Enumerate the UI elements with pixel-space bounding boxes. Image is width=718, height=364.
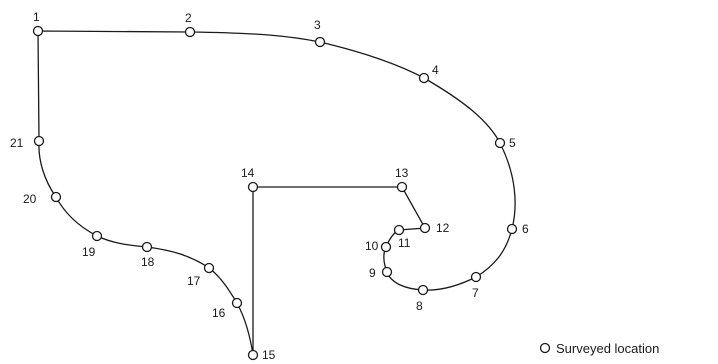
legend: Surveyed location: [539, 341, 659, 356]
point-label-19: 19: [82, 245, 96, 259]
point-label-12: 12: [436, 221, 450, 235]
surveyed-location-marker-7: [470, 271, 482, 283]
point-label-2: 2: [185, 11, 192, 25]
survey-markers: [32, 25, 518, 361]
surveyed-location-marker-9: [381, 266, 393, 278]
legend-marker-icon: [539, 342, 551, 354]
surveyed-location-marker-3: [314, 36, 326, 48]
point-label-13: 13: [395, 166, 409, 180]
point-label-7: 7: [472, 286, 479, 300]
point-label-6: 6: [522, 222, 529, 236]
survey-route: [37, 30, 516, 356]
surveyed-location-marker-21: [33, 135, 45, 147]
point-label-1: 1: [33, 10, 40, 24]
point-label-20: 20: [23, 192, 37, 206]
surveyed-location-marker-11: [393, 224, 405, 236]
point-label-4: 4: [432, 63, 439, 77]
surveyed-location-marker-10: [380, 241, 392, 253]
survey-route-line: [37, 30, 516, 356]
surveyed-location-marker-15: [247, 349, 259, 361]
point-label-11: 11: [398, 236, 411, 250]
surveyed-location-marker-14: [247, 181, 259, 193]
surveyed-location-marker-16: [231, 297, 243, 309]
surveyed-location-marker-17: [203, 262, 215, 274]
surveyed-location-marker-12: [419, 222, 431, 234]
point-label-3: 3: [314, 18, 321, 32]
surveyed-location-marker-5: [494, 137, 506, 149]
surveyed-location-marker-6: [506, 223, 518, 235]
surveyed-location-marker-18: [141, 241, 153, 253]
surveyed-location-marker-4: [418, 72, 430, 84]
surveyed-location-marker-13: [396, 181, 408, 193]
point-label-14: 14: [241, 166, 255, 180]
point-label-8: 8: [416, 299, 423, 313]
point-label-18: 18: [141, 255, 155, 269]
point-label-17: 17: [187, 274, 201, 288]
legend-label: Surveyed location: [556, 341, 659, 356]
point-label-21: 21: [10, 136, 24, 150]
point-label-10: 10: [365, 239, 379, 253]
surveyed-location-marker-8: [417, 284, 429, 296]
point-label-9: 9: [369, 266, 376, 280]
surveyed-location-marker-19: [91, 230, 103, 242]
point-label-16: 16: [212, 306, 226, 320]
surveyed-location-marker-20: [50, 191, 62, 203]
point-label-15: 15: [262, 348, 276, 362]
point-label-5: 5: [509, 136, 516, 150]
surveyed-location-marker-1: [32, 25, 44, 37]
surveyed-location-marker-2: [184, 26, 196, 38]
